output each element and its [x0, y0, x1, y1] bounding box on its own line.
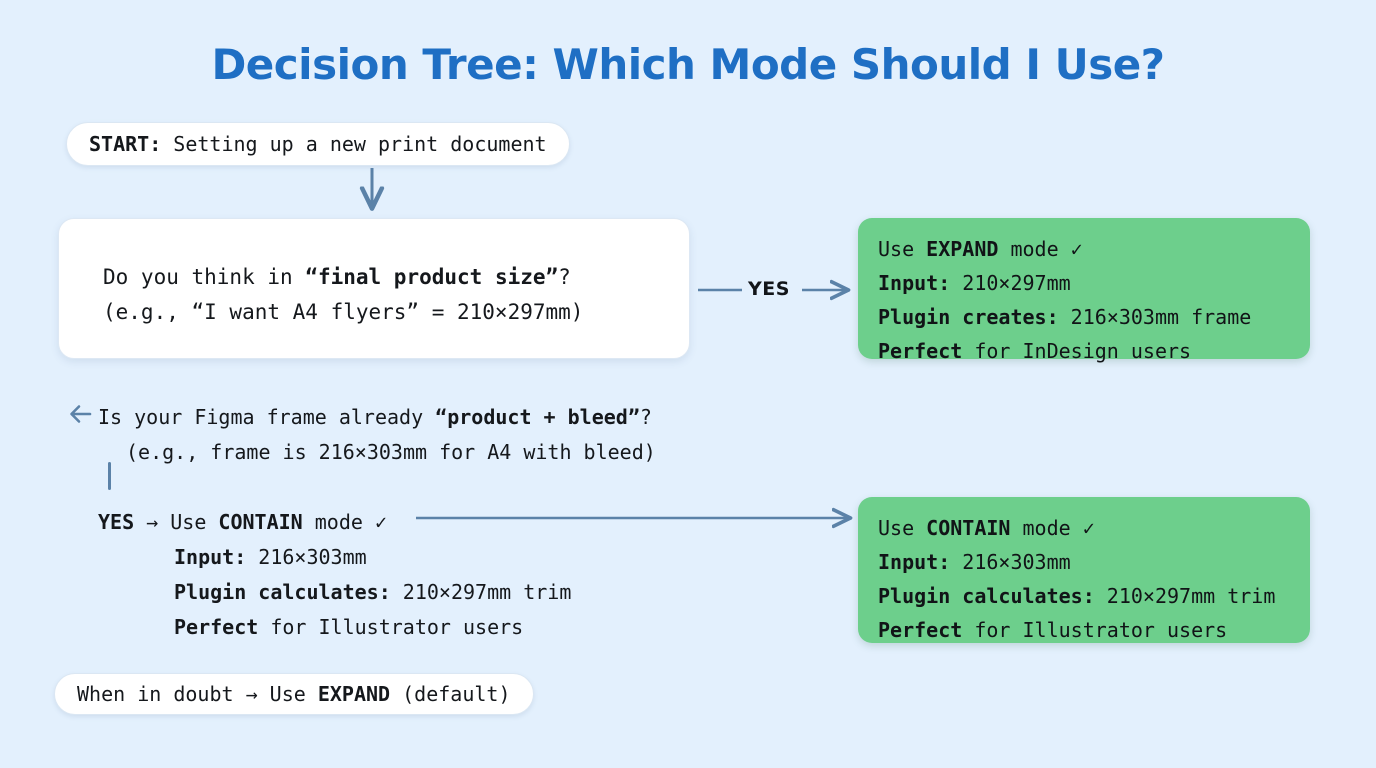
contain-card-perfect-label: Perfect — [878, 618, 963, 642]
expand-line-plugin: Plugin creates: 216×303mm frame — [878, 300, 1310, 334]
contain-card-input-label: Input: — [878, 550, 951, 574]
contain-branch-plugin: Plugin calculates: 210×297mm trim — [98, 575, 858, 610]
expand-input-label: Input: — [878, 271, 951, 295]
expand-perfect-value: for InDesign users — [962, 339, 1192, 363]
footer-mode-name: EXPAND — [317, 682, 391, 706]
contain-branch-input: Input: 216×303mm — [98, 540, 858, 575]
question-line-1: Do you think in “final product size”? — [103, 260, 689, 295]
contain-card-line-mode: Use CONTAIN mode ✓ — [878, 511, 1310, 545]
contain-card-plugin-value: 210×297mm trim — [1094, 584, 1276, 608]
contain-card-line-perfect: Perfect for Illustrator users — [878, 613, 1310, 647]
contain-card-use-text: Use — [878, 516, 927, 540]
contain-card-input-value: 216×303mm — [950, 550, 1071, 574]
question-card: Do you think in “final product size”? (e… — [58, 218, 690, 359]
expand-plugin-label: Plugin creates: — [878, 305, 1059, 329]
second-question-line-1: Is your Figma frame already “product + b… — [98, 400, 858, 435]
contain-yes-label: YES — [98, 510, 135, 534]
second-question-suffix: ? — [639, 405, 652, 429]
start-label: START: — [89, 132, 162, 156]
contain-result-card: Use CONTAIN mode ✓ Input: 216×303mm Plug… — [858, 497, 1310, 643]
expand-line-mode: Use EXPAND mode ✓ — [878, 232, 1310, 266]
page-title: Decision Tree: Which Mode Should I Use? — [211, 40, 1165, 89]
footer-suffix: (default) — [390, 682, 511, 706]
contain-plugin-label: Plugin calculates: — [174, 580, 391, 604]
contain-perfect-label: Perfect — [174, 615, 259, 639]
question-line1-suffix: ? — [558, 265, 571, 289]
question-line1-prefix: Do you think in — [103, 265, 306, 289]
expand-input-value: 210×297mm — [950, 271, 1071, 295]
start-node: START: Setting up a new print document — [66, 122, 570, 166]
expand-mode-name: EXPAND — [926, 237, 999, 261]
contain-plugin-value: 210×297mm trim — [390, 580, 572, 604]
contain-arrow-glyph: → — [134, 510, 171, 534]
expand-use-text: Use — [878, 237, 927, 261]
contain-mode-name: CONTAIN — [218, 510, 303, 534]
second-question-line-2: (e.g., frame is 216×303mm for A4 with bl… — [126, 440, 656, 464]
default-mode-note: When in doubt → Use EXPAND (default) — [54, 673, 534, 715]
expand-line-input: Input: 210×297mm — [878, 266, 1310, 300]
expand-perfect-label: Perfect — [878, 339, 963, 363]
left-arrow-icon — [70, 405, 92, 423]
contain-input-value: 216×303mm — [246, 545, 367, 569]
second-question-prefix: Is your Figma frame already — [98, 405, 436, 429]
yes-branch-label: YES — [748, 278, 790, 300]
question-line-2: (e.g., “I want A4 flyers” = 210×297mm) — [103, 300, 584, 324]
contain-use-text: Use — [170, 510, 219, 534]
contain-card-line-input: Input: 216×303mm — [878, 545, 1310, 579]
contain-card-line-plugin: Plugin calculates: 210×297mm trim — [878, 579, 1310, 613]
question-line1-emphasis: “final product size” — [305, 265, 559, 289]
branch-spacer — [98, 470, 858, 505]
branch-stub-line — [108, 462, 111, 490]
expand-plugin-value: 216×303mm frame — [1058, 305, 1252, 329]
contain-branch-answer: YES → Use CONTAIN mode ✓ — [98, 505, 858, 540]
contain-branch-perfect: Perfect for Illustrator users — [98, 610, 858, 645]
contain-card-mode-name: CONTAIN — [926, 516, 1011, 540]
expand-mode-suffix: mode ✓ — [998, 237, 1083, 261]
contain-perfect-value: for Illustrator users — [258, 615, 524, 639]
footer-prefix: When in doubt → Use — [77, 682, 318, 706]
contain-card-mode-suffix: mode ✓ — [1010, 516, 1095, 540]
expand-line-perfect: Perfect for InDesign users — [878, 334, 1310, 368]
second-question-emphasis: “product + bleed” — [435, 405, 640, 429]
contain-input-label: Input: — [174, 545, 247, 569]
contain-card-plugin-label: Plugin calculates: — [878, 584, 1095, 608]
contain-mode-suffix: mode ✓ — [302, 510, 388, 534]
expand-result-card: Use EXPAND mode ✓ Input: 210×297mm Plugi… — [858, 218, 1310, 363]
contain-branch-block: Is your Figma frame already “product + b… — [98, 400, 858, 645]
start-text: Setting up a new print document — [161, 132, 547, 156]
contain-card-perfect-value: for Illustrator users — [962, 618, 1228, 642]
